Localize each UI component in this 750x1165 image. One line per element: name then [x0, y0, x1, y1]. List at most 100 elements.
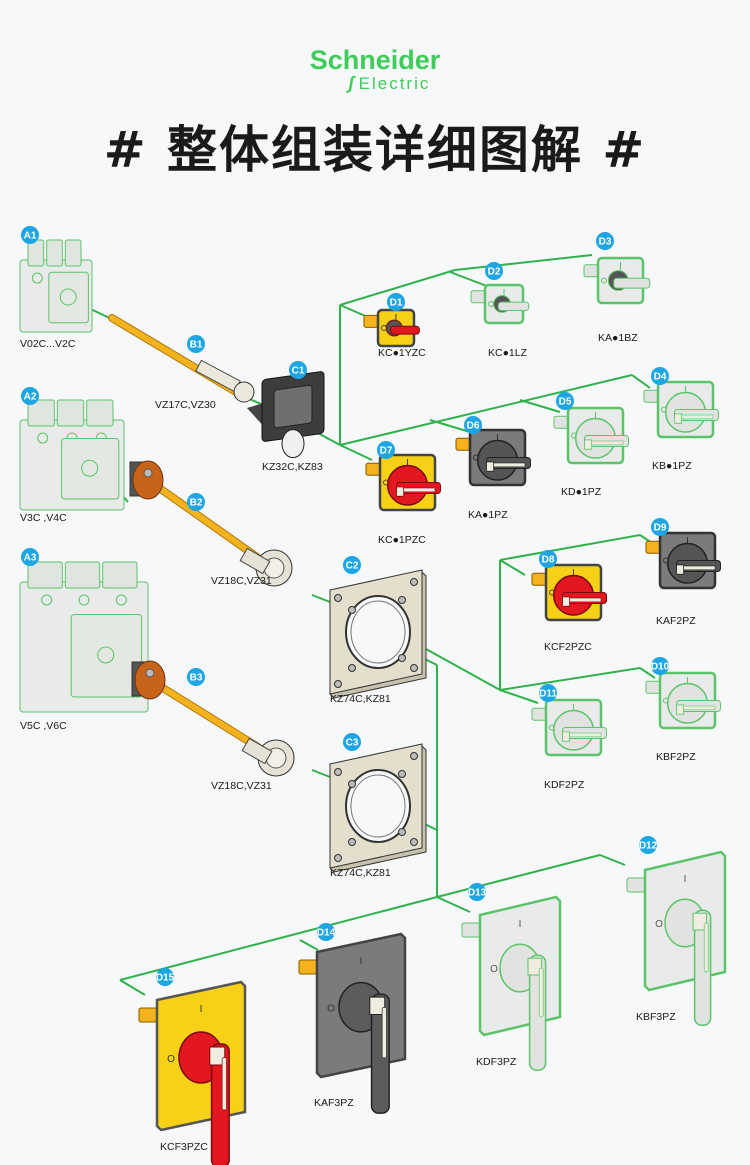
- connector-line: [299, 939, 319, 951]
- badge-circle: [377, 441, 395, 459]
- badge-text: C3: [346, 738, 359, 749]
- page-title: # 整体组装详细图解 #: [103, 121, 647, 179]
- connector-line: [339, 444, 373, 461]
- lever-handle-d12: IO: [626, 850, 727, 1026]
- lever-handle-d15: IO: [138, 980, 247, 1165]
- brand-name: Schneider: [309, 45, 441, 75]
- handle-d9: [645, 531, 721, 590]
- shaft-b2: [129, 460, 293, 587]
- badge-circle: [651, 657, 669, 675]
- part-label-a3: V5C ,V6C: [20, 720, 67, 732]
- part-label-a1: V02C...V2C: [20, 338, 76, 350]
- lever-handle-d13: IO: [461, 895, 562, 1071]
- badge-circle: [187, 493, 205, 511]
- badge-a3: A3: [21, 548, 39, 566]
- part-label-d10: KBF2PZ: [656, 751, 696, 763]
- adapter-plate-c3: [329, 743, 427, 873]
- switch-body-a1: [19, 239, 93, 333]
- connector-line: [454, 254, 593, 271]
- handle-d1: [363, 308, 420, 348]
- badge-text: C1: [292, 366, 305, 377]
- badge-d7: D7: [377, 441, 395, 459]
- part-label-d2: KC●1LZ: [488, 347, 528, 359]
- handle-d4: [643, 380, 719, 439]
- dial-mark-on: I: [360, 956, 363, 967]
- dial-mark-off: O: [490, 964, 498, 975]
- connector-line: [631, 374, 651, 389]
- badge-d12: D12: [639, 836, 658, 854]
- part-label-d3: KA●1BZ: [598, 332, 638, 344]
- badge-a1: A1: [21, 226, 39, 244]
- connector-line: [519, 399, 561, 413]
- connector-line: [119, 979, 146, 996]
- connector-line: [429, 419, 471, 433]
- badge-text: D7: [380, 446, 393, 457]
- badge-d4: D4: [651, 367, 669, 385]
- connector-line: [499, 534, 641, 561]
- part-label-d9: KAF2PZ: [656, 615, 696, 627]
- handle-d10: [645, 671, 721, 730]
- brand-sub-text: Electric: [358, 74, 431, 93]
- switch-body-a3: [19, 561, 149, 713]
- badge-text: D2: [488, 267, 501, 278]
- badge-circle: [639, 836, 657, 854]
- badge-text: D14: [317, 928, 336, 939]
- badge-circle: [651, 367, 669, 385]
- badge-circle: [156, 968, 174, 986]
- badge-text: A1: [24, 231, 37, 242]
- badge-circle: [596, 232, 614, 250]
- connector-line: [639, 667, 656, 679]
- badge-text: C2: [346, 561, 359, 572]
- badge-circle: [539, 684, 557, 702]
- part-label-b2: VZ18C,VZ31: [211, 575, 272, 587]
- handle-d11: [531, 698, 607, 757]
- badge-d1: D1: [387, 293, 405, 311]
- badge-text: D15: [156, 973, 175, 984]
- connector-line: [436, 896, 471, 913]
- badge-text: A3: [24, 553, 37, 564]
- badge-text: B1: [190, 340, 203, 351]
- connector-line: [499, 667, 641, 691]
- badge-text: D5: [559, 397, 572, 408]
- badge-circle: [21, 548, 39, 566]
- badge-text: D3: [599, 237, 612, 248]
- dial-mark-on: I: [684, 874, 687, 885]
- badge-d10: D10: [651, 657, 670, 675]
- connector-line: [339, 269, 456, 306]
- badge-circle: [343, 733, 361, 751]
- badge-circle: [317, 923, 335, 941]
- switch-body-a2: [19, 399, 125, 511]
- badge-c1: C1: [289, 361, 307, 379]
- badge-text: B2: [190, 498, 203, 509]
- badge-text: D11: [539, 689, 557, 700]
- part-label-d12: KBF3PZ: [636, 1011, 676, 1023]
- connector-line: [599, 854, 626, 866]
- badge-text: D13: [468, 888, 487, 899]
- badge-circle: [464, 416, 482, 434]
- badge-d14: D14: [317, 923, 336, 941]
- brand-sub: ʃElectric: [28, 73, 750, 93]
- connector-line: [311, 769, 331, 778]
- part-label-d11: KDF2PZ: [544, 779, 585, 791]
- badge-text: A2: [24, 392, 37, 403]
- part-label-c3: KZ74C,KZ81: [330, 867, 391, 879]
- badge-circle: [387, 293, 405, 311]
- badge-c2: C2: [343, 556, 361, 574]
- connector-line: [499, 689, 539, 704]
- badge-d6: D6: [464, 416, 482, 434]
- badge-circle: [289, 361, 307, 379]
- badge-circle: [556, 392, 574, 410]
- badge-b2: B2: [187, 493, 205, 511]
- badge-d5: D5: [556, 392, 574, 410]
- badge-text: D1: [390, 298, 403, 309]
- connector-line: [339, 374, 633, 446]
- badge-circle: [187, 335, 205, 353]
- part-label-d5: KD●1PZ: [561, 486, 602, 498]
- handle-d8: [531, 563, 607, 622]
- badge-circle: [187, 668, 205, 686]
- shaft-b3: [131, 660, 295, 777]
- part-label-d13: KDF3PZ: [476, 1056, 517, 1068]
- badge-b3: B3: [187, 668, 205, 686]
